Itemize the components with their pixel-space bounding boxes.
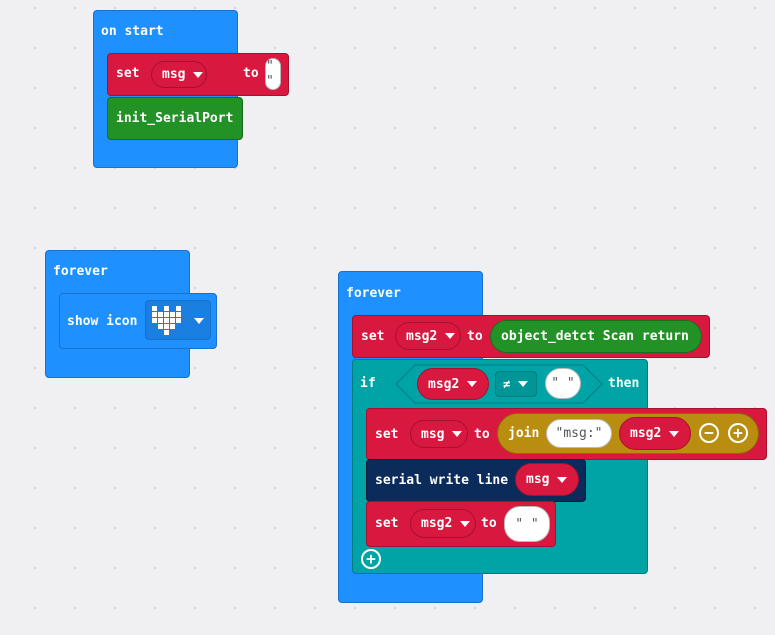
to-label: to xyxy=(467,329,483,344)
variable-dropdown-msg[interactable]: msg xyxy=(151,61,207,88)
chevron-down-icon xyxy=(518,381,529,387)
join-string-msg[interactable]: "msg:" xyxy=(546,419,612,448)
add-else-button[interactable]: + xyxy=(361,549,381,569)
chevron-down-icon xyxy=(669,430,680,437)
string-value-empty[interactable]: " " xyxy=(265,58,281,90)
chevron-down-icon xyxy=(460,520,471,527)
add-input-button[interactable]: + xyxy=(728,423,748,443)
variable-name: msg xyxy=(526,472,550,487)
operator-dropdown[interactable]: ≠ xyxy=(495,371,537,397)
chevron-down-icon xyxy=(193,71,204,78)
chevron-down-icon xyxy=(557,476,568,483)
variable-name: msg xyxy=(421,426,445,442)
to-label: to xyxy=(481,516,497,531)
to-label: to xyxy=(243,66,259,81)
join-label: join xyxy=(508,426,540,441)
empty-string-value[interactable]: " " xyxy=(504,506,550,542)
icon-picker[interactable] xyxy=(145,300,211,340)
condition-string-value[interactable]: " " xyxy=(545,368,581,399)
init-serialport-call-block[interactable] xyxy=(107,97,243,140)
variable-name: msg2 xyxy=(406,328,438,344)
call-label: object_detct Scan return xyxy=(501,329,689,344)
if-label: if xyxy=(360,376,376,391)
on-start-label: on start xyxy=(101,24,164,39)
object-detct-scan-return-call[interactable]: object_detct Scan return xyxy=(490,320,702,353)
join-variable-msg2[interactable]: msg2 xyxy=(619,417,691,450)
forever-label: forever xyxy=(346,286,401,301)
remove-input-button[interactable]: − xyxy=(699,423,719,443)
variable-dropdown-msg2[interactable]: msg2 xyxy=(410,509,476,538)
chevron-down-icon xyxy=(452,431,463,437)
init-serialport-label: init_SerialPort xyxy=(116,111,234,126)
set-label: set xyxy=(361,329,385,344)
variable-name: msg xyxy=(162,67,186,82)
variable-name: msg2 xyxy=(421,516,453,531)
serial-write-line-label: serial write line xyxy=(375,473,509,488)
set-label: set xyxy=(116,66,140,81)
chevron-down-icon xyxy=(445,333,456,339)
variable-name: msg2 xyxy=(630,426,662,441)
forever-label: forever xyxy=(53,264,108,279)
condition-variable-msg2[interactable]: msg2 xyxy=(417,368,489,400)
serial-variable-msg[interactable]: msg xyxy=(515,463,579,496)
then-label: then xyxy=(608,376,640,391)
show-icon-label: show icon xyxy=(67,314,138,329)
variable-dropdown-msg[interactable]: msg xyxy=(410,420,468,448)
chevron-down-icon xyxy=(194,318,204,324)
variable-dropdown-msg2[interactable]: msg2 xyxy=(395,322,461,350)
set-label: set xyxy=(375,516,399,531)
to-label: to xyxy=(474,427,490,442)
heart-icon xyxy=(152,306,181,335)
set-label: set xyxy=(375,427,399,442)
not-equal-operator: ≠ xyxy=(503,377,511,391)
variable-name: msg2 xyxy=(428,376,460,392)
chevron-down-icon xyxy=(467,381,478,387)
